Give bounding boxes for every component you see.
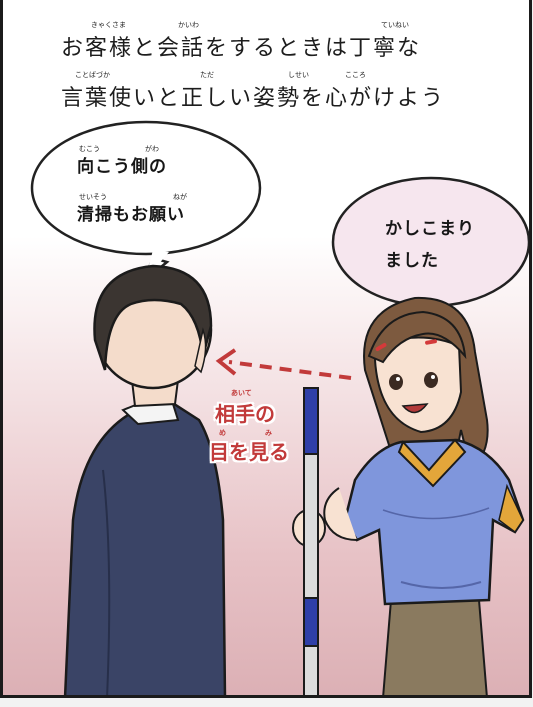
annotation-line-1: 相手の [215, 402, 275, 426]
bubble-right-line-1: かしこまり [385, 219, 475, 239]
annotation-ruby: あいて [231, 389, 252, 397]
bubble-ruby: むこう [79, 145, 100, 153]
bubble-left-line-2: 清掃もお願い [77, 205, 185, 225]
caption-ruby: かいわ [178, 21, 199, 29]
bubble-ruby: せいそう [79, 193, 107, 201]
caption-ruby: きゃくさま [91, 21, 126, 29]
caption-ruby: こころ [345, 71, 366, 79]
staff-figure [292, 296, 525, 695]
caption-ruby: ことばづか [75, 71, 110, 79]
illustration [30, 120, 529, 695]
caption-line-1: お客様と会話をするときは丁寧な [61, 36, 422, 61]
caption-line-2: 言葉使いと正しい姿勢を心がけよう [61, 86, 446, 111]
annotation-ruby: め [219, 429, 226, 437]
caption-ruby: ていねい [381, 21, 409, 29]
annotation-ruby: み [265, 429, 272, 437]
bubble-ruby: がわ [145, 145, 159, 153]
bubble-ruby: ねが [173, 193, 187, 201]
cleaning-pole [303, 387, 319, 695]
bubble-right-line-2: ました [385, 251, 439, 271]
caption-ruby: しせい [288, 71, 309, 79]
gaze-arrow [215, 348, 352, 380]
annotation-line-2: 目を見る [209, 440, 289, 464]
caption-ruby: ただ [200, 71, 214, 79]
bubble-left-line-1: 向こう側の [77, 157, 167, 177]
customer-figure [63, 264, 227, 695]
